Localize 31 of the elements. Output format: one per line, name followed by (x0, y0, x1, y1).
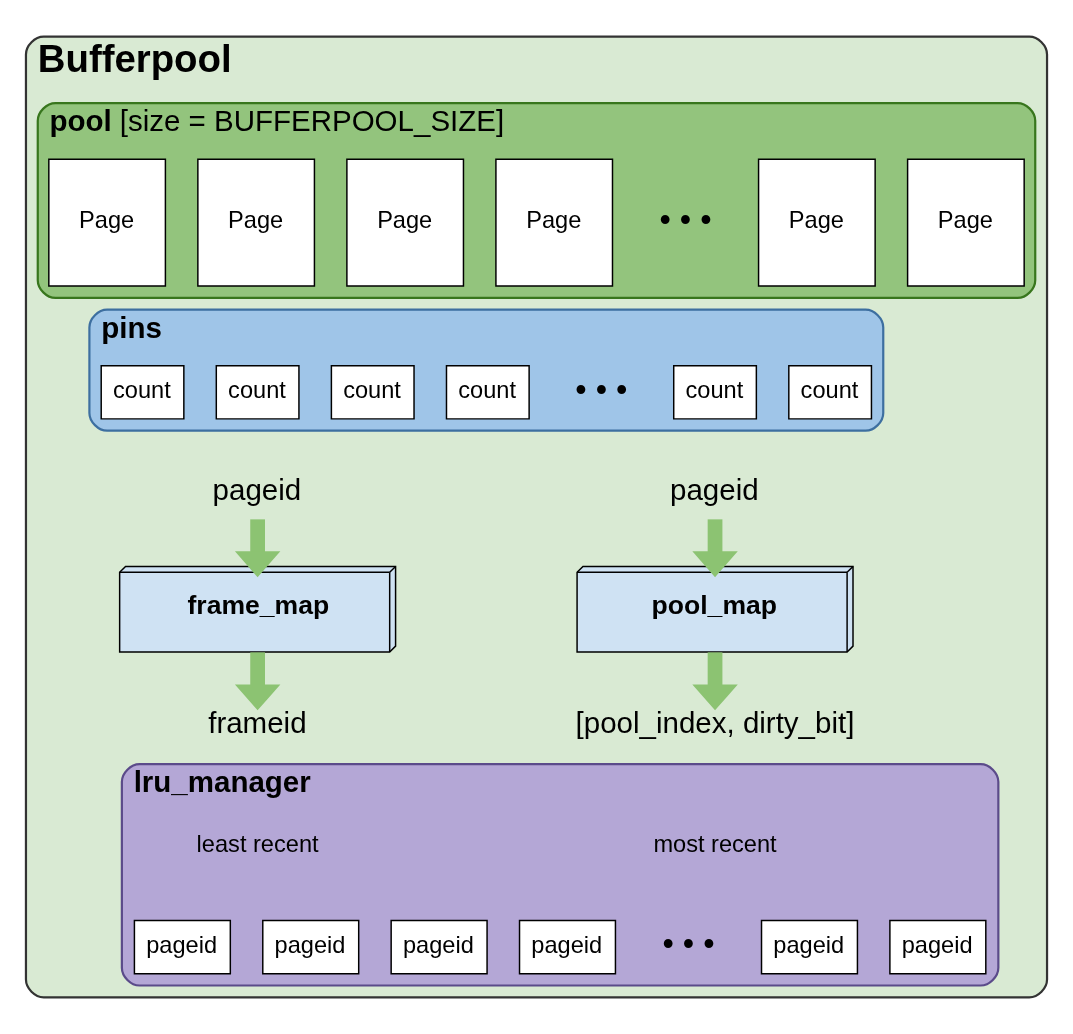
node-text: [pool_index, dirty_bit] (575, 706, 855, 740)
node-box: Page (495, 158, 614, 287)
arrow (692, 652, 738, 711)
label: least recent (196, 831, 319, 858)
node-box: count (445, 365, 530, 420)
node-box: pageid (262, 919, 360, 975)
label: • • • (659, 201, 712, 238)
node-box: pageid (518, 919, 617, 975)
node-text: pageid (670, 473, 759, 507)
node-box: pageid (760, 919, 859, 975)
node-box: pageid (133, 919, 232, 975)
node-box: pageid (390, 919, 488, 975)
label: • • • (575, 371, 628, 408)
node-box: count (330, 365, 415, 420)
node-box: count (100, 365, 185, 420)
arrow (692, 519, 738, 578)
node-box: Page (906, 158, 1025, 287)
arrow (234, 519, 281, 578)
arrow (234, 652, 281, 711)
node-text: frameid (208, 706, 307, 740)
node-box: count (788, 365, 873, 420)
node-box: Page (757, 158, 876, 287)
node-text: pageid (212, 473, 302, 507)
node-box: pageid (889, 919, 987, 975)
label: most recent (653, 831, 777, 858)
node-box: count (215, 365, 300, 420)
label: • • • (662, 926, 715, 963)
node-box: Page (346, 158, 465, 287)
node-box: count (673, 365, 758, 420)
node-box: Page (197, 158, 316, 287)
node-box: Page (48, 158, 167, 287)
